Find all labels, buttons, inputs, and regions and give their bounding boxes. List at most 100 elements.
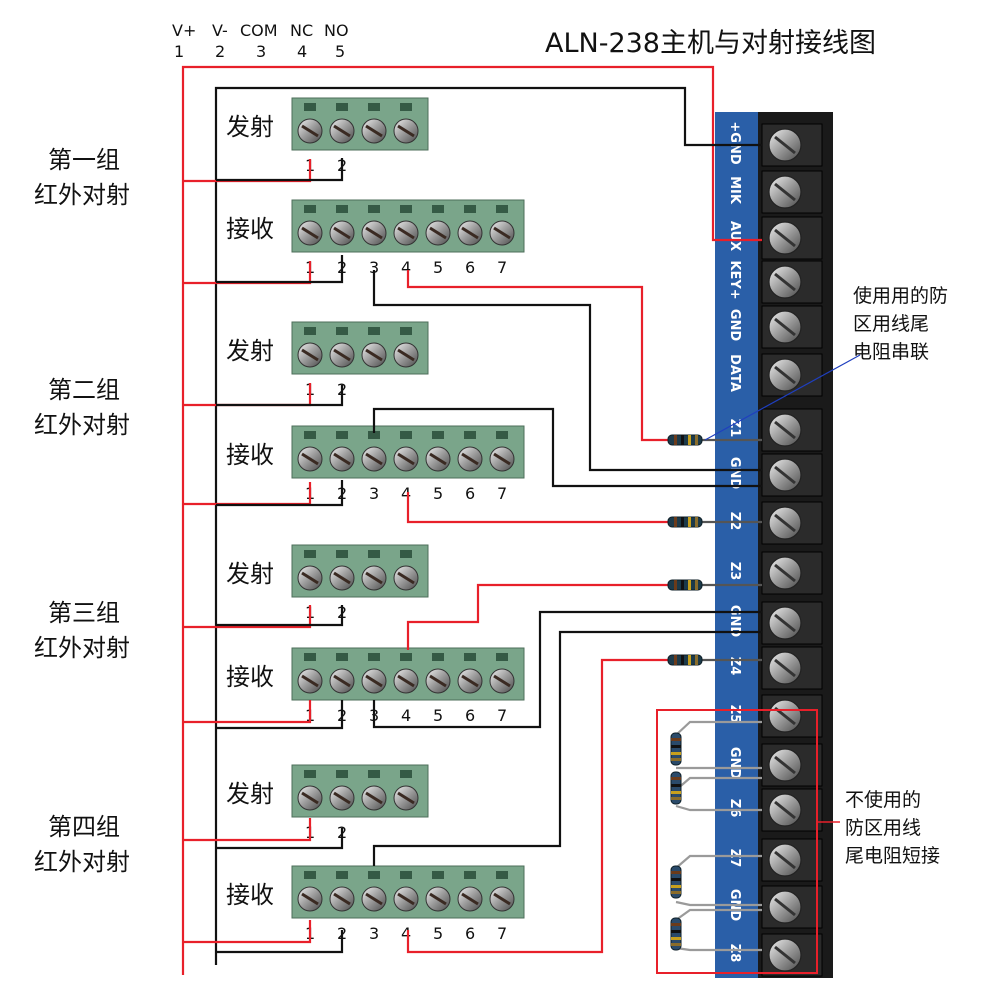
bus-label-v-plus: V+ [172, 21, 196, 40]
group4-nc-wire [406, 658, 668, 954]
host-terminal-label: +GND [727, 121, 742, 164]
v-plus-tap-3 [183, 383, 312, 407]
receiver-terminal-number: 5 [433, 924, 443, 943]
group2-com-wire [372, 407, 762, 488]
host-terminal-label: Z5 [727, 705, 742, 723]
host-terminal-label: GND [727, 457, 742, 490]
host-terminal-z5: Z5 [727, 694, 823, 738]
host-terminal-label: Z7 [727, 849, 742, 867]
host-terminal-label: AUX [727, 221, 742, 251]
group-4-type: 红外对射 [34, 848, 130, 876]
group-labels: 第一组 红外对射 第二组 红外对射 第三组 红外对射 第四组 红外对射 [34, 146, 130, 876]
host-terminal-label: Z1 [727, 419, 742, 437]
v-minus-tap-7 [216, 828, 344, 850]
resistor-z6 [670, 771, 682, 805]
v-minus-tap-2 [216, 255, 344, 284]
v-minus-tap-4 [216, 480, 344, 507]
group-1-name: 第一组 [48, 146, 120, 174]
receiver-terminal-number: 4 [401, 484, 411, 503]
group-3-type: 红外对射 [34, 634, 130, 662]
resistor-z5 [670, 732, 682, 766]
bus-num-4: 4 [297, 42, 307, 61]
bus-num-3: 3 [256, 42, 266, 61]
unused-zone-box [656, 709, 818, 974]
resistors [667, 434, 703, 951]
host-terminal-plusgnd: +GND [727, 121, 823, 167]
group1-com-wire [372, 270, 762, 472]
unused-note-line-2: 防区用线 [845, 817, 921, 839]
receiver-terminal-number: 7 [497, 924, 507, 943]
receiver-terminal-number: 6 [465, 706, 475, 725]
bus-num-5: 5 [335, 42, 345, 61]
host-terminal-gnd: GND [727, 453, 823, 497]
used-note-line-1: 使用用的防 [853, 285, 948, 307]
host-terminal-z2: Z2 [727, 501, 823, 545]
receiver-terminal-number: 4 [401, 258, 411, 277]
receiver-label: 接收 [226, 881, 274, 909]
receiver-terminal-number: 6 [465, 258, 475, 277]
v-plus-tap-4 [183, 482, 312, 506]
used-note-line-3: 电阻串联 [853, 341, 929, 363]
short-wire-z8-a [675, 908, 762, 921]
transmitter-label: 发射 [226, 337, 274, 365]
receiver-terminal-number: 5 [433, 258, 443, 277]
receiver-terminal-number: 3 [369, 924, 379, 943]
receiver-label: 接收 [226, 441, 274, 469]
receiver-label: 接收 [226, 215, 274, 243]
resistor-z3 [667, 579, 703, 591]
resistor-z4 [667, 654, 703, 666]
receiver-terminal-number: 4 [401, 706, 411, 725]
host-terminal-gnd: GND [727, 305, 823, 349]
group-2-name: 第二组 [48, 376, 120, 404]
host-terminal-z4: Z4 [727, 646, 823, 690]
receiver-terminal-number: 6 [465, 484, 475, 503]
host-terminal-label: Z3 [727, 562, 742, 580]
group3-nc-wire [406, 583, 668, 650]
used-note-pointer [704, 354, 861, 441]
short-wire-z7-a [675, 854, 762, 869]
group-4-name: 第四组 [48, 813, 120, 841]
receiver-terminal-number: 5 [433, 706, 443, 725]
host-terminal-mik: MIK [727, 170, 823, 214]
host-terminal-aux: AUX [727, 216, 823, 260]
host-terminal-z3: Z3 [727, 551, 823, 595]
host-terminal-label: GND [727, 309, 742, 342]
v-minus-tap-3 [216, 385, 344, 407]
receiver-terminal-number: 4 [401, 924, 411, 943]
group4-com-wire [372, 630, 762, 866]
host-terminal-label: Z4 [727, 657, 742, 675]
v-plus-tap-2 [183, 261, 312, 285]
group3-com-wire [372, 610, 762, 729]
bus-headers: V+ 1 V- 2 COM 3 NC 4 NO 5 [172, 21, 349, 61]
host-terminal-z6: Z6 [727, 788, 823, 832]
receiver-terminal-number: 7 [497, 484, 507, 503]
unused-note-line-3: 尾电阻短接 [845, 845, 940, 867]
unused-note-line-1: 不使用的 [845, 789, 921, 811]
group2-nc-wire [406, 492, 668, 524]
host-terminal-label: DATA [727, 354, 742, 392]
diagram-title: ALN-238主机与对射接线图 [545, 28, 876, 59]
receiver-terminal-number: 6 [465, 924, 475, 943]
short-wire-z7-b [675, 900, 762, 907]
host-terminal-data: DATA [727, 353, 823, 397]
host-terminal-gnd: GND [727, 743, 823, 787]
bus-label-v-minus: V- [212, 21, 228, 40]
v-plus-tap-7 [183, 818, 312, 842]
group-1-type: 红外对射 [34, 181, 130, 209]
host-terminal-label: GND [727, 747, 742, 780]
v-minus-tap-8 [216, 930, 344, 954]
host-terminal-keyplus: KEY+ [727, 260, 823, 304]
group1-nc-wire [406, 270, 668, 442]
resistor-z7 [670, 865, 682, 899]
transmitter-label: 发射 [226, 560, 274, 588]
receiver-terminal-number: 5 [433, 484, 443, 503]
